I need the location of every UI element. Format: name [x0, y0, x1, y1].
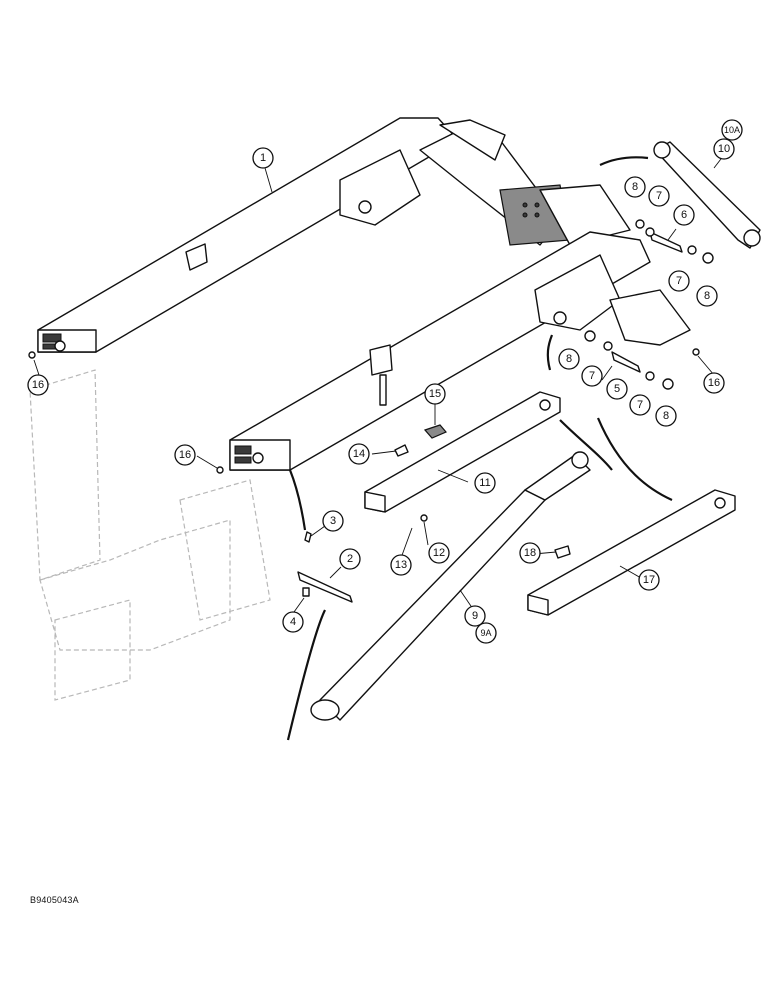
svg-text:18: 18 — [524, 547, 536, 559]
bucket-cylinder — [653, 141, 761, 249]
callout-17: 17 — [638, 569, 660, 591]
callout-8-left: 8 — [558, 348, 580, 370]
svg-text:5: 5 — [614, 383, 620, 395]
figure-id-label: B9405043A — [30, 895, 79, 905]
svg-text:9: 9 — [472, 610, 478, 622]
machine-frame-ghost — [29, 369, 271, 701]
svg-text:11: 11 — [479, 477, 490, 489]
svg-text:7: 7 — [656, 190, 662, 202]
callout-2: 2 — [339, 548, 361, 570]
link-11 — [364, 391, 561, 513]
svg-text:7: 7 — [676, 275, 682, 287]
callout-8-bottom: 8 — [655, 405, 677, 427]
callout-3: 3 — [322, 510, 344, 532]
callout-7-right: 7 — [668, 270, 690, 292]
svg-text:16: 16 — [179, 449, 191, 461]
svg-text:9A: 9A — [480, 628, 491, 638]
callout-9: 9 — [464, 605, 486, 627]
callout-18: 18 — [519, 542, 541, 564]
svg-text:15: 15 — [429, 388, 441, 400]
callout-7-mid: 7 — [581, 365, 603, 387]
svg-text:2: 2 — [347, 553, 353, 565]
callout-13: 13 — [390, 554, 412, 576]
svg-text:1: 1 — [260, 152, 266, 164]
callout-6: 6 — [673, 204, 695, 226]
callout-14: 14 — [348, 443, 370, 465]
svg-text:10: 10 — [718, 143, 730, 155]
svg-text:4: 4 — [290, 616, 296, 628]
svg-text:7: 7 — [637, 399, 643, 411]
callout-15: 15 — [424, 383, 446, 405]
callout-8-right: 8 — [696, 285, 718, 307]
callout-10: 10 — [713, 138, 735, 160]
callout-12: 12 — [428, 542, 450, 564]
callout-16-left: 16 — [27, 374, 49, 396]
cross-tube — [419, 119, 631, 246]
left-loader-arm — [37, 117, 459, 353]
right-loader-arm — [229, 231, 691, 471]
svg-text:6: 6 — [681, 209, 687, 221]
callout-16-right: 16 — [703, 372, 725, 394]
callout-7-top: 7 — [648, 185, 670, 207]
callout-1: 1 — [252, 147, 274, 169]
svg-text:12: 12 — [433, 547, 445, 559]
callout-16-mid: 16 — [174, 444, 196, 466]
callout-4: 4 — [282, 611, 304, 633]
callout-10a: 10A — [721, 119, 743, 141]
svg-text:14: 14 — [353, 448, 365, 460]
svg-text:8: 8 — [663, 410, 669, 422]
callout-7-bottom: 7 — [629, 394, 651, 416]
assembly-curves — [286, 156, 673, 741]
svg-text:8: 8 — [704, 290, 710, 302]
svg-text:8: 8 — [632, 181, 638, 193]
svg-text:8: 8 — [566, 353, 572, 365]
svg-text:17: 17 — [643, 574, 655, 586]
svg-text:13: 13 — [395, 559, 407, 571]
svg-text:16: 16 — [32, 379, 44, 391]
svg-text:3: 3 — [330, 515, 336, 527]
svg-text:10A: 10A — [724, 125, 740, 135]
hardware — [28, 219, 714, 603]
leader-lines — [33, 140, 726, 613]
callout-9a: 9A — [475, 622, 497, 644]
svg-text:7: 7 — [589, 370, 595, 382]
link-17 — [527, 489, 736, 616]
callout-8-top: 8 — [624, 176, 646, 198]
svg-text:16: 16 — [708, 377, 720, 389]
callout-11: 11 — [474, 472, 496, 494]
callout-5: 5 — [606, 378, 628, 400]
lift-cylinder — [310, 451, 591, 721]
